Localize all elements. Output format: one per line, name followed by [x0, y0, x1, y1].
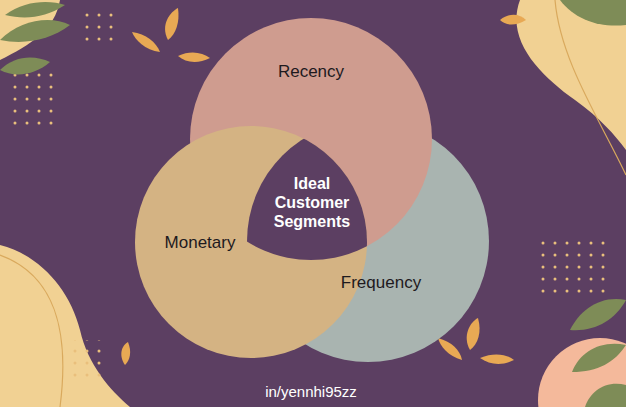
dot-grid: [70, 340, 106, 380]
blob: [516, 0, 626, 150]
circle-label: Recency: [278, 62, 344, 82]
splash: [121, 8, 526, 365]
leaves: [0, 2, 70, 74]
blob: [0, 245, 130, 407]
leaves: [560, 0, 626, 26]
segment-title: Ideal Customer Segments: [264, 174, 360, 231]
line-accent: [0, 255, 63, 407]
watermark: in/yennhi95zz: [265, 383, 357, 400]
dot-grid: [8, 70, 58, 130]
circle-label: Monetary: [165, 233, 236, 253]
dot-grid: [80, 10, 120, 46]
leaves: [570, 299, 626, 407]
intersection-region: Ideal Customer Segments: [240, 126, 390, 272]
circle-label: Frequency: [341, 273, 421, 293]
line-accent: [555, 0, 626, 175]
intersection-fill: [247, 126, 390, 272]
dot-grid: [540, 240, 612, 300]
blob: [538, 338, 626, 407]
